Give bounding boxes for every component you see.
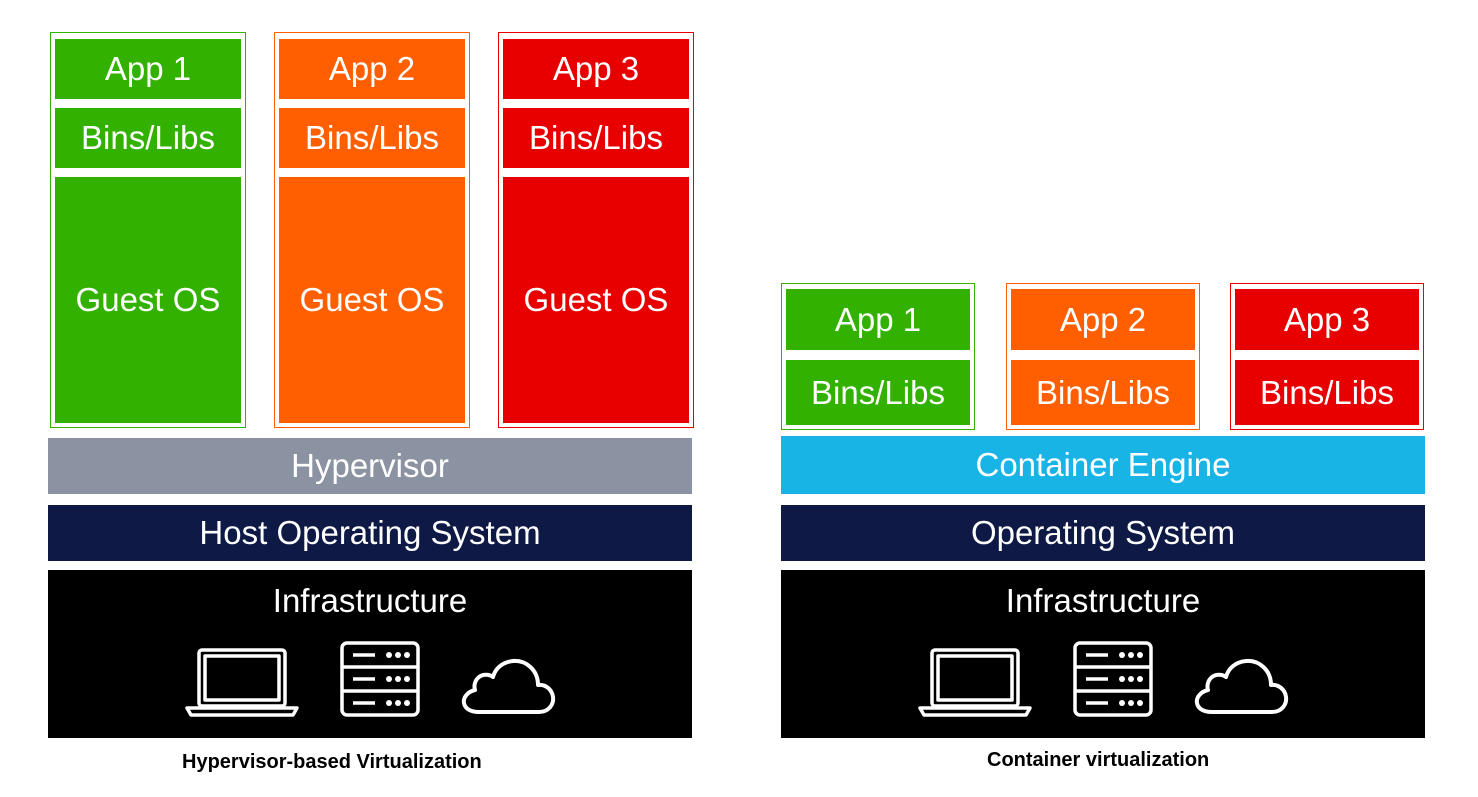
vm-stack-app1: App 1 Bins/Libs Guest OS <box>50 32 246 428</box>
app-block: App 2 <box>1011 289 1195 350</box>
vm-stack-app2: App 2 Bins/Libs Guest OS <box>274 32 470 428</box>
cloud-icon <box>1192 654 1290 718</box>
laptop-icon <box>916 646 1034 718</box>
infrastructure-layer: Infrastructure <box>48 570 692 738</box>
app-block: App 3 <box>1235 289 1419 350</box>
app-block: App 1 <box>55 39 241 99</box>
hypervisor-caption: Hypervisor-based Virtualization <box>182 751 482 773</box>
container-engine-layer: Container Engine <box>781 436 1425 494</box>
bins-libs-block: Bins/Libs <box>1011 360 1195 425</box>
guest-os-block: Guest OS <box>55 177 241 423</box>
infrastructure-label: Infrastructure <box>1005 582 1201 619</box>
bins-libs-block: Bins/Libs <box>279 108 465 168</box>
infrastructure-layer: Infrastructure <box>781 570 1425 738</box>
container-stack-app2: App 2 Bins/Libs <box>1006 283 1200 430</box>
app-block: App 1 <box>786 289 970 350</box>
laptop-icon <box>183 646 301 718</box>
cloud-icon <box>459 654 557 718</box>
guest-os-block: Guest OS <box>503 177 689 423</box>
infrastructure-label: Infrastructure <box>272 582 468 619</box>
container-stack-app3: App 3 Bins/Libs <box>1230 283 1424 430</box>
os-layer: Operating System <box>781 505 1425 561</box>
container-stack-app1: App 1 Bins/Libs <box>781 283 975 430</box>
hypervisor-layer: Hypervisor <box>48 438 692 494</box>
container-caption: Container virtualization <box>987 749 1210 771</box>
infrastructure-icons <box>781 638 1425 718</box>
app-block: App 3 <box>503 39 689 99</box>
server-icon <box>1072 640 1154 718</box>
guest-os-block: Guest OS <box>279 177 465 423</box>
infrastructure-icons <box>48 638 692 718</box>
app-block: App 2 <box>279 39 465 99</box>
bins-libs-block: Bins/Libs <box>55 108 241 168</box>
host-os-layer: Host Operating System <box>48 505 692 561</box>
bins-libs-block: Bins/Libs <box>1235 360 1419 425</box>
bins-libs-block: Bins/Libs <box>503 108 689 168</box>
bins-libs-block: Bins/Libs <box>786 360 970 425</box>
vm-stack-app3: App 3 Bins/Libs Guest OS <box>498 32 694 428</box>
server-icon <box>339 640 421 718</box>
